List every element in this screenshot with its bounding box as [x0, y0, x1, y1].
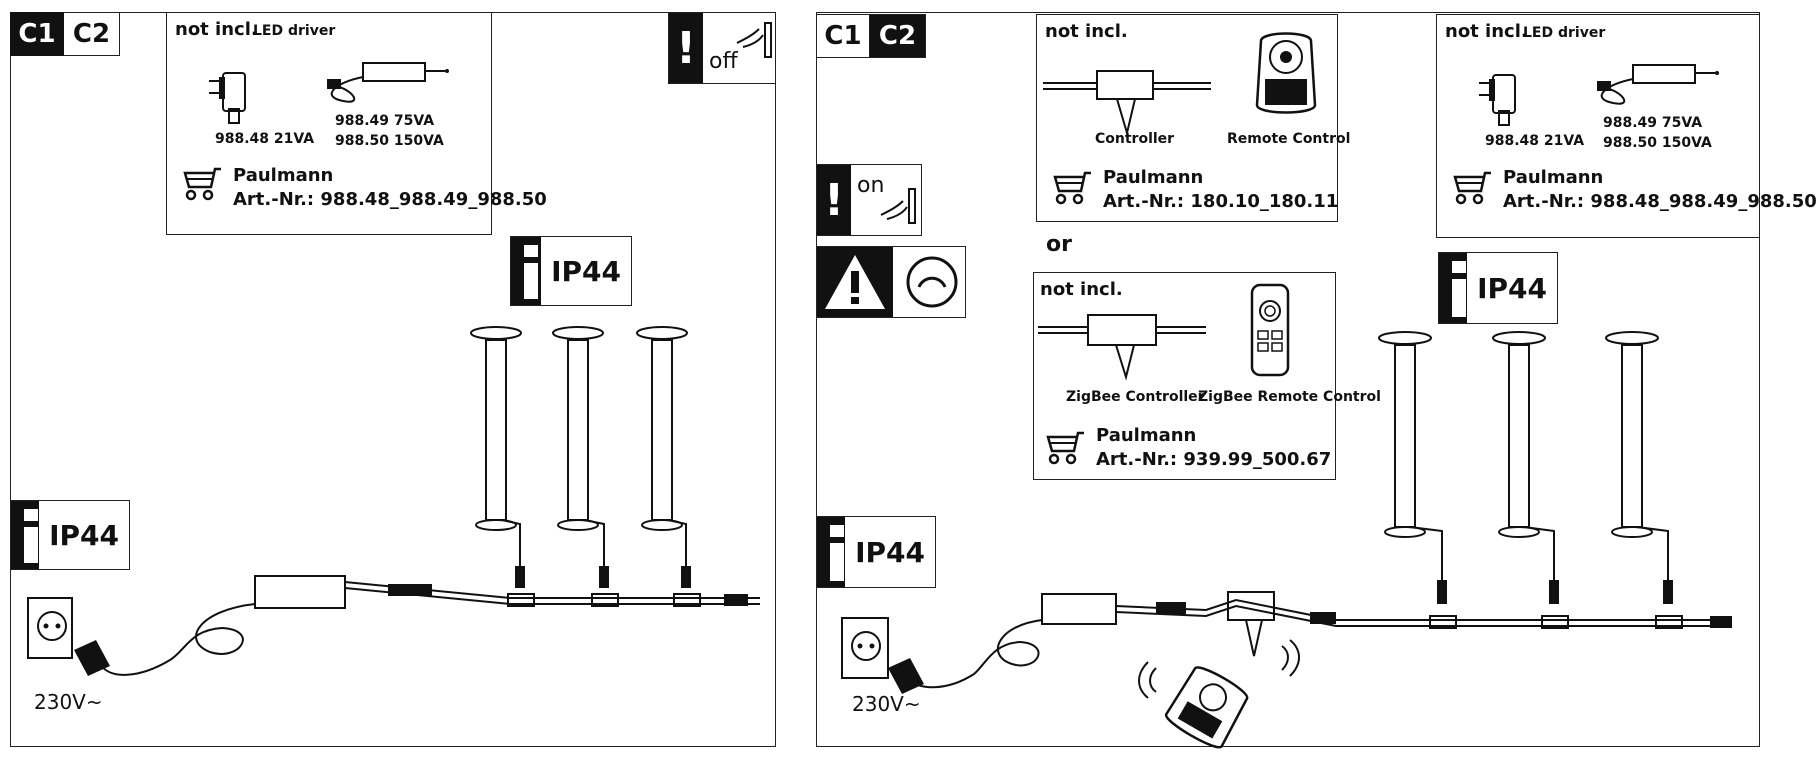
controller-box: not incl. Controller Remote Control Paul…	[1036, 14, 1350, 222]
dimmer-icon	[906, 256, 958, 308]
plug-driver-icon	[209, 72, 246, 124]
remote-control-icon	[1255, 32, 1317, 114]
bollard-light-2	[1492, 331, 1546, 538]
right-wiring-diagram	[841, 331, 1732, 749]
driver-21va-label: 988.48 21VA	[215, 131, 315, 147]
bollard-light-1	[470, 326, 522, 531]
ip44-label: IP44	[551, 254, 621, 288]
not-included-title: not incl.	[1040, 279, 1123, 300]
driver-75va-label: 988.49 75VA	[1603, 115, 1703, 131]
article-number: Art.-Nr.: 988.48_988.49_988.50	[1503, 191, 1817, 212]
right-section-tab: C1 C2	[816, 14, 926, 58]
exclamation-icon: !	[817, 165, 851, 235]
led-driver-label: LED driver	[1523, 25, 1606, 41]
not-included-title: not incl.	[1445, 21, 1528, 42]
bollard-light-2	[552, 326, 604, 531]
right-led-driver-box: not incl. LED driver 988.48 21VA 988.49 …	[1436, 14, 1817, 238]
tab-c2: C2	[870, 14, 926, 58]
driver-150va-label: 988.50 150VA	[1603, 135, 1712, 151]
ip44-badge-top: IP44	[1438, 252, 1558, 324]
remote-control-label: Remote Control	[1227, 131, 1351, 147]
hand-switch-icon	[736, 22, 772, 58]
ip44-label: IP44	[855, 535, 925, 569]
article-number: Art.-Nr.: 988.48_988.49_988.50	[233, 189, 547, 210]
driver-75va-label: 988.49 75VA	[335, 113, 435, 129]
not-included-title: not incl.	[1045, 21, 1128, 42]
ip44-badge-bottom: IP44	[816, 516, 936, 588]
not-included-title: not incl.	[175, 19, 258, 40]
left-section-tab: C1 C2	[10, 12, 120, 56]
plug-driver-icon	[1479, 74, 1516, 126]
zigbee-controller-icon	[1038, 314, 1206, 381]
switch-on-label: on	[857, 173, 885, 198]
tab-c2: C2	[64, 12, 120, 56]
brand-label: Paulmann	[1503, 167, 1604, 188]
switch-off-label: off	[709, 49, 738, 74]
hand-switch-icon	[880, 188, 916, 224]
info-icon	[11, 501, 40, 569]
info-icon	[511, 237, 542, 305]
led-driver-icon	[327, 62, 449, 103]
left-wiring-diagram	[27, 326, 760, 676]
ip44-badge-top: IP44	[510, 236, 632, 306]
brand-label: Paulmann	[1103, 167, 1204, 188]
led-driver-label: LED driver	[253, 23, 336, 39]
driver-21va-label: 988.48 21VA	[1485, 133, 1585, 149]
info-icon	[817, 517, 846, 587]
brand-label: Paulmann	[1096, 425, 1197, 446]
ip44-badge-bottom: IP44	[10, 500, 130, 570]
switch-on-badge: ! on	[816, 164, 922, 236]
warning-dimmer-badge	[816, 246, 966, 318]
voltage-label: 230V~	[34, 690, 103, 714]
ip44-label: IP44	[1477, 271, 1547, 305]
driver-150va-label: 988.50 150VA	[335, 133, 444, 149]
shopping-cart-icon	[1046, 431, 1084, 465]
tab-c1: C1	[816, 14, 870, 58]
shopping-cart-icon	[1453, 171, 1491, 205]
bollard-light-1	[1378, 331, 1432, 538]
brand-label: Paulmann	[233, 165, 334, 186]
info-icon	[1439, 253, 1468, 323]
zigbee-remote-label: ZigBee Remote Control	[1198, 389, 1381, 405]
bollard-light-3	[636, 326, 688, 531]
ip44-label: IP44	[49, 518, 119, 552]
article-number: Art.-Nr.: 180.10_180.11	[1103, 191, 1339, 212]
shopping-cart-icon	[1053, 171, 1091, 205]
bollard-light-3	[1605, 331, 1659, 538]
shopping-cart-icon	[183, 167, 221, 201]
tab-c1: C1	[10, 12, 64, 56]
switch-off-badge: ! off	[668, 12, 776, 84]
voltage-label: 230V~	[852, 692, 921, 716]
or-label: or	[1046, 232, 1072, 257]
zigbee-box: not incl. ZigBee Controller ZigBee Remot…	[1033, 272, 1381, 480]
exclamation-icon: !	[669, 13, 703, 83]
led-driver-icon	[1597, 64, 1719, 105]
left-led-driver-box: not incl. LED driver 988.48 21VA 988.49 …	[166, 12, 547, 235]
zigbee-remote-icon	[1250, 283, 1290, 377]
warning-triangle-icon	[817, 247, 893, 317]
zigbee-controller-label: ZigBee Controller	[1066, 389, 1205, 405]
article-number: Art.-Nr.: 939.99_500.67	[1096, 449, 1332, 470]
remote-control-on-ground	[1165, 666, 1249, 749]
controller-label: Controller	[1095, 131, 1175, 147]
controller-icon	[1043, 70, 1211, 137]
